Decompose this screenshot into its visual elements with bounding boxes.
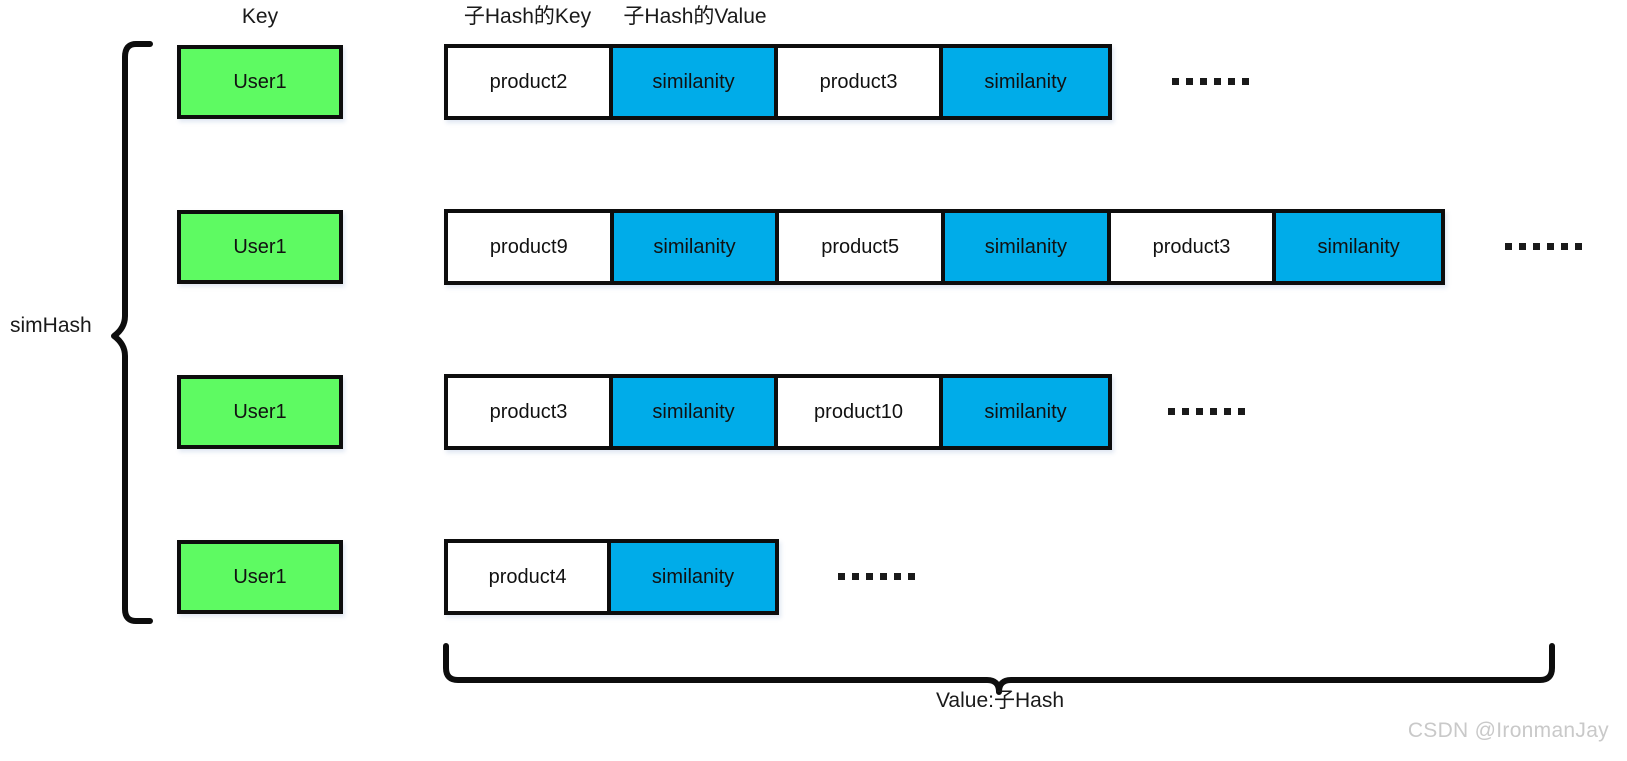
row-1-ellipsis	[1172, 78, 1249, 85]
sub-hash-key-cell: product9	[448, 213, 614, 281]
sub-hash-key-cell: product3	[778, 48, 944, 116]
sub-hash-value-cell: similanity	[945, 213, 1111, 281]
key-box-row-4: User1	[177, 540, 343, 614]
sub-hash-value-cell: similanity	[943, 378, 1109, 446]
sub-hash-value-cell: similanity	[613, 213, 780, 281]
key-box-row-1: User1	[177, 45, 343, 119]
column-header-sub-hash-key: 子Hash的Key	[463, 5, 592, 28]
sub-hash-key-cell: product3	[448, 378, 614, 446]
sub-hash-key-cell: product2	[448, 48, 614, 116]
sub-hash-value-cell: similanity	[613, 48, 779, 116]
left-curly-brace	[111, 41, 153, 624]
row-2-ellipsis	[1505, 243, 1582, 250]
value-row-4: product4 similanity	[444, 539, 779, 615]
sub-hash-key-cell: product5	[779, 213, 946, 281]
value-row-3: product3 similanity product10 similanity	[444, 374, 1112, 450]
value-row-1: product2 similanity product3 similanity	[444, 44, 1112, 120]
column-header-key: Key	[241, 5, 279, 28]
key-box-row-3: User1	[177, 375, 343, 449]
sub-hash-key-cell: product10	[778, 378, 944, 446]
key-box-label: User1	[233, 565, 287, 588]
key-box-label: User1	[233, 400, 287, 423]
row-3-ellipsis	[1168, 408, 1245, 415]
sim-hash-label: simHash	[10, 314, 92, 337]
sub-hash-key-cell: product4	[448, 543, 612, 611]
sub-hash-key-cell: product3	[1110, 213, 1277, 281]
key-box-label: User1	[233, 70, 287, 93]
sub-hash-value-cell: similanity	[1276, 213, 1441, 281]
value-sub-hash-label: Value:子Hash	[935, 689, 1064, 712]
key-box-label: User1	[233, 235, 287, 258]
sub-hash-value-cell: similanity	[611, 543, 775, 611]
watermark: CSDN @IronmanJay	[1407, 719, 1609, 742]
sub-hash-value-cell: similanity	[943, 48, 1109, 116]
row-4-ellipsis	[838, 573, 915, 580]
sub-hash-value-cell: similanity	[613, 378, 779, 446]
column-header-sub-hash-value: 子Hash的Value	[623, 5, 767, 28]
key-box-row-2: User1	[177, 210, 343, 284]
value-row-2: product9 similanity product5 similanity …	[444, 209, 1445, 285]
bottom-curly-brace	[443, 643, 1555, 695]
